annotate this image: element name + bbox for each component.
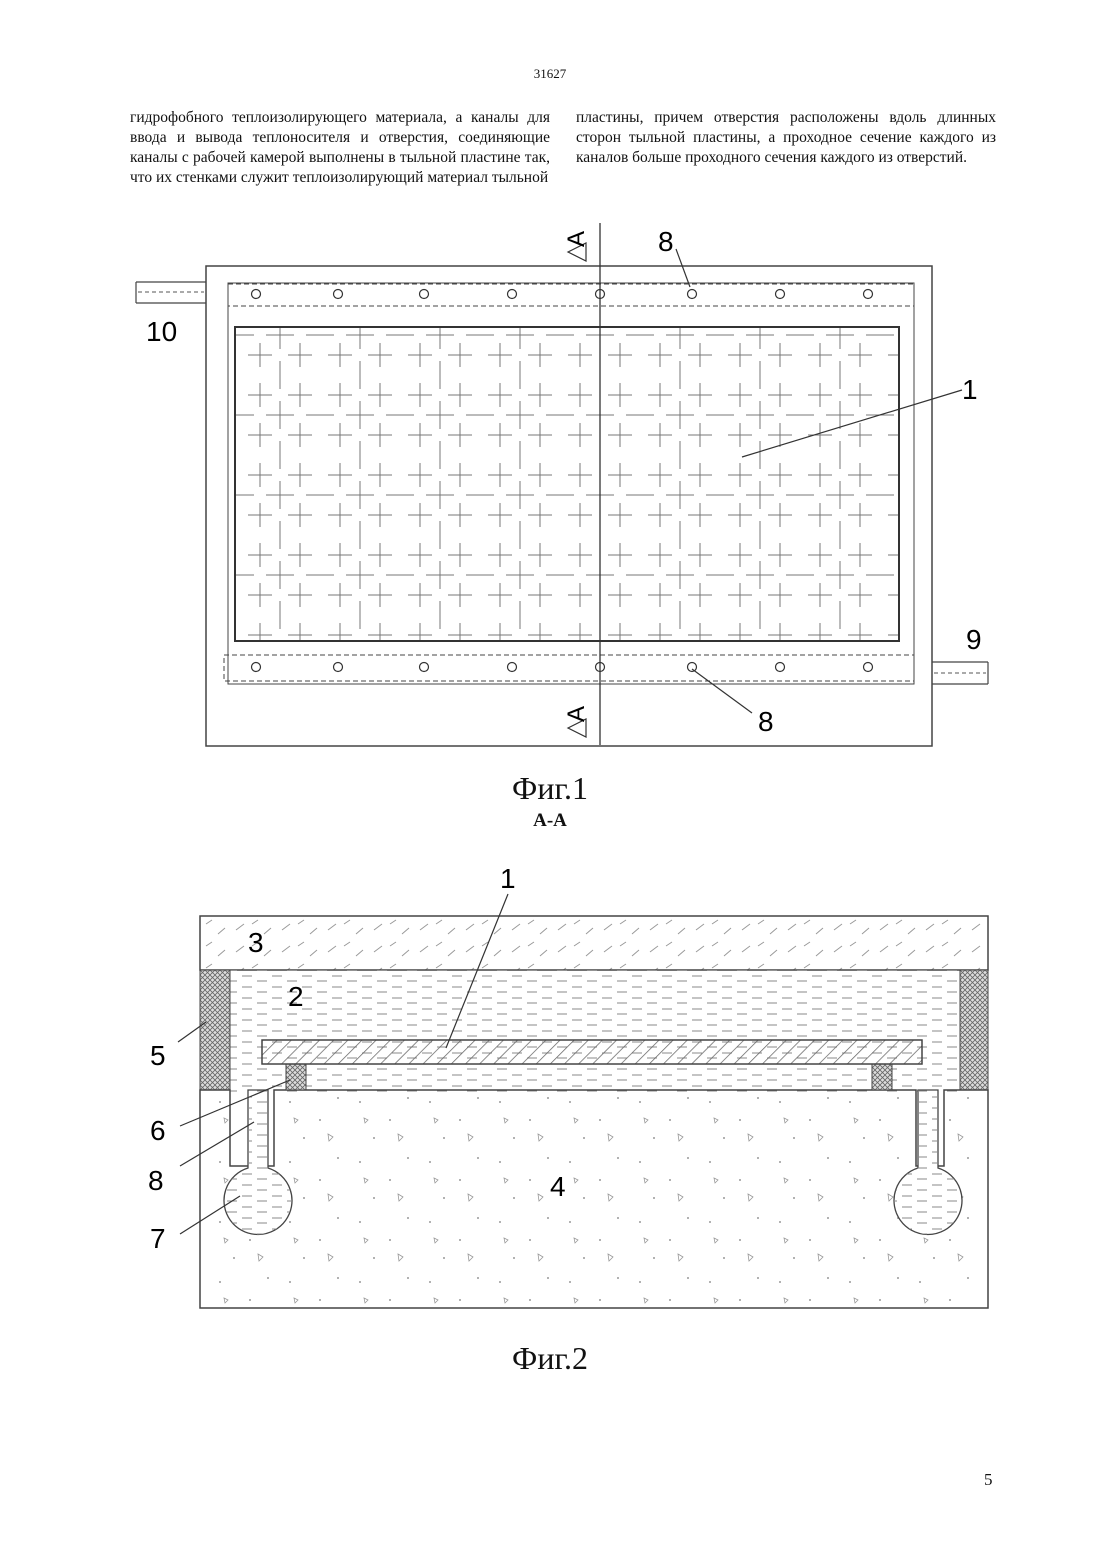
figure-1-caption: Фиг.1 xyxy=(0,770,1100,807)
label-frame: 5 xyxy=(150,1040,166,1071)
label-holes-top: 8 xyxy=(658,226,674,257)
figure-1-drawing: А А 8 10 1 9 8 xyxy=(0,215,1100,775)
label-inlet: 10 xyxy=(146,316,177,347)
figure-2-section-title: А-А xyxy=(0,810,1100,832)
section-mark-top: А xyxy=(563,231,590,247)
label-plate: 1 xyxy=(500,863,516,894)
label-chamber: 2 xyxy=(288,981,304,1012)
label-cover: 3 xyxy=(248,927,264,958)
label-support: 6 xyxy=(150,1115,166,1146)
page-number-bottom: 5 xyxy=(984,1470,993,1490)
label-panel: 1 xyxy=(962,374,978,405)
section-mark-bottom: А xyxy=(563,706,590,722)
figure-2-caption: Фиг.2 xyxy=(0,1340,1100,1377)
figure-2-drawing: 1 3 2 5 6 8 4 7 xyxy=(0,850,1100,1330)
label-hole: 8 xyxy=(148,1165,164,1196)
text-column-left: гидрофобного теплоизолирующего материала… xyxy=(130,108,550,188)
page-number-top: 31627 xyxy=(0,66,1100,82)
label-back-plate: 4 xyxy=(550,1171,566,1202)
label-outlet: 9 xyxy=(966,624,982,655)
label-holes-bottom: 8 xyxy=(758,706,774,737)
label-channel: 7 xyxy=(150,1223,166,1254)
text-column-right: пластины, причем отверстия расположены в… xyxy=(576,108,996,168)
